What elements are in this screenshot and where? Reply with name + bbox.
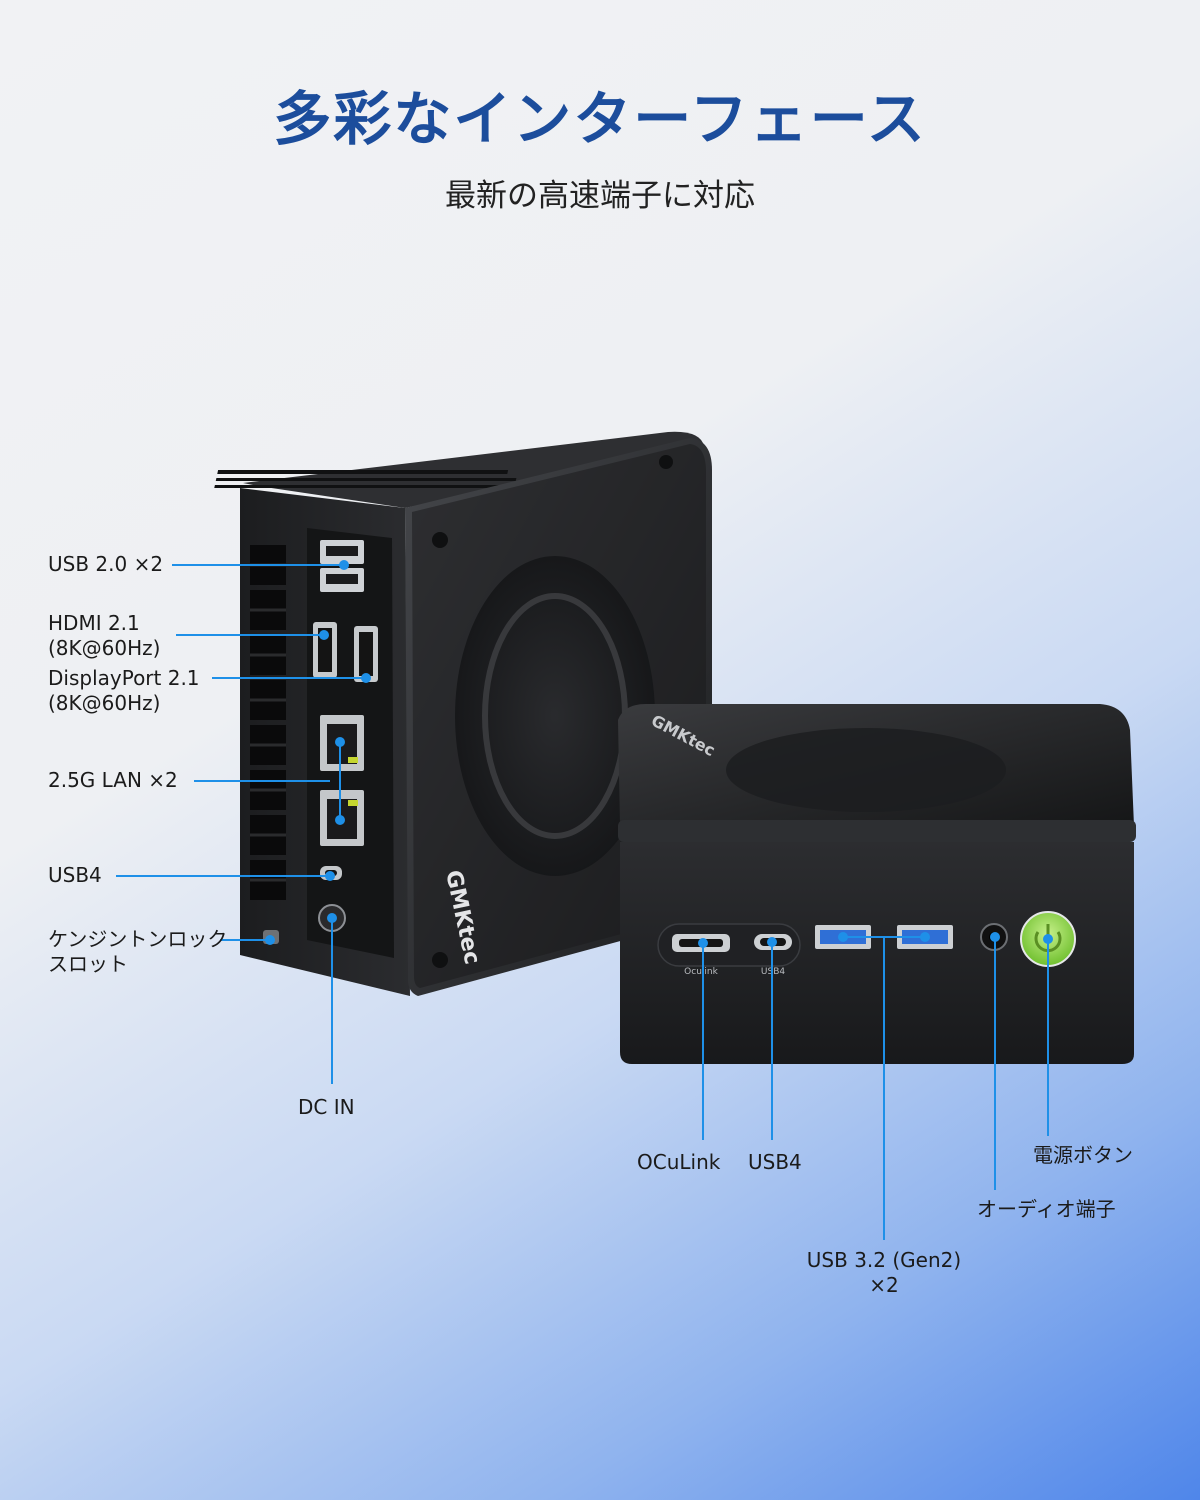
label-oculink: OCuLink [637,1150,721,1174]
label-kensington-line2: スロット [48,952,128,976]
label-hdmi-line1: HDMI 2.1 [48,611,140,635]
label-audio: オーディオ端子 [977,1197,1116,1221]
label-hdmi-line2: (8K@60Hz) [48,636,161,660]
label-usb32-line1: USB 3.2 (Gen2) [806,1248,962,1272]
label-usb32: USB 3.2 (Gen2) ×2 [794,1248,974,1298]
label-dp-line2: (8K@60Hz) [48,691,161,715]
label-dcin: DC IN [298,1095,355,1119]
page-title: 多彩なインターフェース [273,85,927,153]
label-usb20: USB 2.0 ×2 [48,552,164,576]
label-hdmi: HDMI 2.1 (8K@60Hz) [48,611,160,661]
page-subtitle: 最新の高速端子に対応 [445,178,755,214]
label-dp-line1: DisplayPort 2.1 [48,666,200,690]
front-unit: GMKtec Oculink USB4 [618,704,1136,1064]
rear-leader-lines [116,564,366,1084]
label-usb32-line2: ×2 [869,1273,899,1297]
label-kensington: ケンジントンロック スロット [48,927,227,977]
usb4-port-print: USB4 [761,967,785,977]
rear-leader-dots [265,560,371,945]
front-leader-lines [702,936,1049,1240]
label-kensington-line1: ケンジントンロック [48,927,228,951]
label-usb4-front: USB4 [748,1150,802,1174]
label-power-button: 電源ボタン [1033,1143,1133,1167]
front-leader-dots [698,932,1053,948]
label-displayport: DisplayPort 2.1 (8K@60Hz) [48,666,200,716]
label-lan: 2.5G LAN ×2 [48,768,178,792]
label-usb4-rear: USB4 [48,863,102,887]
oculink-port-print: Oculink [684,967,718,977]
